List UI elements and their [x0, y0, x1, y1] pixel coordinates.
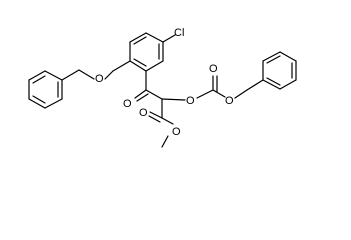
ester-oxygen-atom: O [172, 126, 181, 138]
ether-oxygen-atom: O [95, 73, 104, 85]
bond-lines [28, 32, 297, 148]
molecule-structure-diagram: Cl O O O O O O O [28, 27, 297, 148]
ester-carbonyl-oxygen-atom: O [139, 107, 148, 119]
bond-ketone-co-a [134, 89, 147, 99]
bond-carbonate-c-o [212, 89, 226, 98]
left-phenyl-ring [28, 70, 63, 109]
chlorophenyl-ring [112, 32, 164, 72]
bond-o-carbonate-c [196, 89, 214, 99]
bond-ester-c-o [161, 117, 174, 125]
bond-alpha-o [161, 98, 186, 101]
right-phenyl-ring [262, 51, 297, 90]
bond-ring-cl [162, 34, 176, 43]
carbonate-oxygen-atom-1: O [186, 95, 195, 107]
bond-o-methyl [161, 135, 169, 148]
bond-o-ch2 [234, 89, 248, 99]
bond-ch2-ring [246, 79, 264, 91]
bond-ester-co-b [148, 115, 161, 123]
bond-o-aryl [104, 70, 114, 80]
atom-labels: Cl O O O O O O O [95, 27, 234, 138]
ketone-oxygen-atom: O [123, 98, 132, 110]
carbonate-carbonyl-oxygen-atom: O [209, 63, 218, 75]
bond-ketone-co-b [136, 93, 149, 102]
chlorine-atom: Cl [174, 27, 184, 39]
bond-ring-ch2 [61, 69, 80, 81]
bond-ester-co-a [149, 111, 163, 119]
carbonate-oxygen-atom-2: O [225, 95, 234, 107]
bond-ch2-o [78, 69, 95, 80]
bond-ketone-alpha [145, 89, 163, 100]
